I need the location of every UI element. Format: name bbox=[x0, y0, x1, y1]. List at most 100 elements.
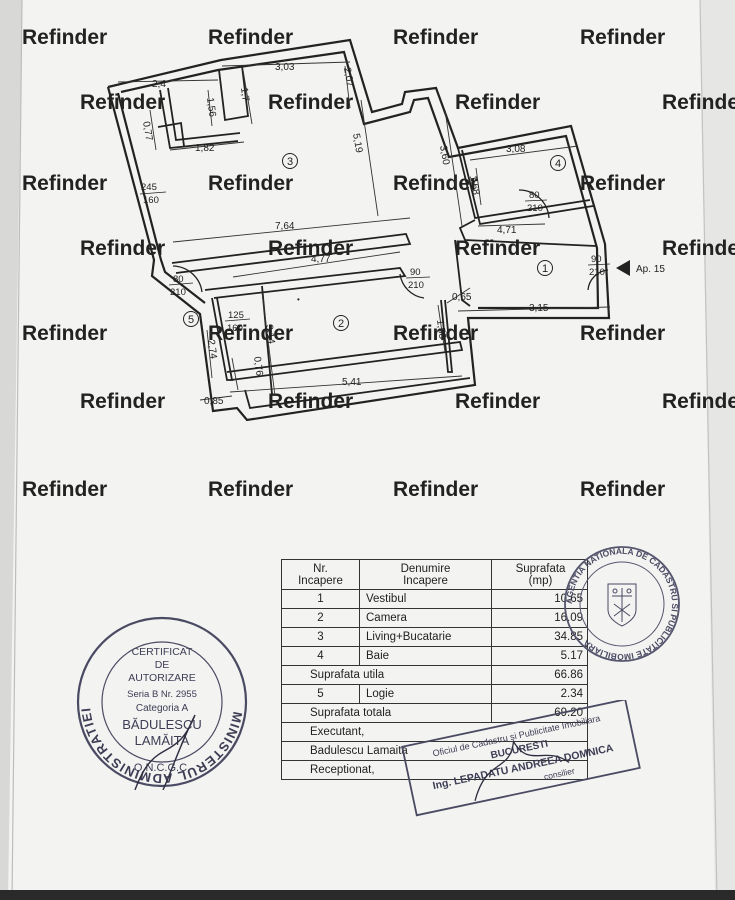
watermark: Refinder bbox=[580, 172, 665, 195]
dimension-labels: 2,4 3,03 1,56 1,7 2,07 0,77 1,82 5,19 3,… bbox=[140, 62, 549, 407]
office-stamp: Oficiul de Cadastru si Publicitate Imobi… bbox=[401, 700, 641, 817]
dimension-label: 1,82 bbox=[195, 143, 215, 154]
dimension-label: 1,68 bbox=[467, 175, 481, 197]
watermark: Refinder bbox=[80, 390, 165, 413]
room-name: Camera bbox=[359, 608, 492, 628]
dimension-label: 3,08 bbox=[506, 144, 526, 155]
dimension-label: 1,56 bbox=[204, 97, 218, 118]
room-markers: 1 2 3 4 5 bbox=[183, 153, 566, 331]
table-row-util: Suprafata utila 66.86 bbox=[281, 665, 588, 685]
apartment-label: Ap. 15 bbox=[636, 264, 665, 275]
room-name: Baie bbox=[359, 646, 492, 666]
stamp-line: Seria B Nr. 2955 bbox=[127, 689, 197, 700]
door-width-label: 90 bbox=[591, 254, 602, 265]
watermark: Refinder bbox=[208, 26, 293, 49]
header-area: Suprafata (mp) bbox=[491, 559, 588, 590]
watermark: Refinder bbox=[580, 322, 665, 345]
watermark: Refinder bbox=[22, 172, 107, 195]
room-name: Vestibul bbox=[359, 589, 492, 609]
room-nr: 2 bbox=[281, 608, 360, 628]
room-nr: 1 bbox=[281, 589, 360, 609]
door-height-label: 210 bbox=[170, 287, 186, 298]
table-row: 4 Baie 5.17 bbox=[281, 646, 588, 666]
watermark: Refinder bbox=[580, 478, 665, 501]
room-nr: 3 bbox=[281, 627, 360, 647]
dimension-label: 0,76 bbox=[251, 356, 265, 377]
stamp-line: Categoria A bbox=[136, 703, 189, 714]
watermark: Refinder bbox=[662, 390, 735, 413]
window-height-label: 160 bbox=[143, 195, 159, 206]
watermark: Refinder bbox=[208, 172, 293, 195]
dimension-label: 1,7 bbox=[238, 87, 251, 103]
stamp-line: DE bbox=[155, 659, 170, 671]
header-nr: Nr. Incapere bbox=[281, 559, 360, 590]
dimension-label: 4,71 bbox=[497, 225, 517, 236]
opening-labels: 245 160 80 210 80 210 90 210 90 210 125 … bbox=[139, 182, 611, 334]
watermark: Refinder bbox=[22, 478, 107, 501]
dimension-label: 3,60 bbox=[437, 145, 451, 167]
room-area: 34.85 bbox=[491, 627, 588, 647]
room-number: 5 bbox=[188, 314, 194, 326]
watermark: Refinder bbox=[268, 91, 353, 114]
dimension-label: 0,77 bbox=[140, 121, 154, 143]
room-name: Living+Bucatarie bbox=[359, 627, 492, 647]
door-height-label: 210 bbox=[408, 280, 424, 291]
watermark: Refinder bbox=[580, 26, 665, 49]
plan-mark: • bbox=[297, 295, 300, 304]
room-number: 1 bbox=[542, 263, 548, 275]
watermark: Refinder bbox=[80, 237, 165, 260]
util-value: 66.86 bbox=[491, 665, 588, 685]
table-row: 2 Camera 16.09 bbox=[281, 608, 588, 628]
header-name: Denumire Incapere bbox=[359, 559, 492, 590]
window-width-label: 245 bbox=[141, 182, 157, 193]
receptionat-label: Receptionat, bbox=[281, 760, 588, 780]
door-width-label: 80 bbox=[529, 190, 540, 201]
room-number: 2 bbox=[338, 318, 344, 330]
door-width-label: 80 bbox=[173, 274, 184, 285]
table-header-row: Nr. Incapere Denumire Incapere Suprafata… bbox=[281, 559, 588, 590]
dimension-lines bbox=[117, 61, 611, 401]
watermark: Refinder bbox=[208, 322, 293, 345]
table-row-receptionat: Receptionat, bbox=[281, 760, 588, 780]
window-height-label: 160 bbox=[227, 323, 243, 334]
window-width-label: 125 bbox=[228, 310, 244, 321]
watermark: Refinder bbox=[455, 390, 540, 413]
signature-stroke bbox=[134, 714, 196, 790]
dimension-label: 2,07 bbox=[341, 67, 355, 89]
dimension-label: 3,14 bbox=[263, 324, 277, 345]
room-area: 10.65 bbox=[491, 589, 588, 609]
watermark: Refinder bbox=[80, 91, 165, 114]
table-row-total: Suprafata totala 69.20 bbox=[281, 703, 588, 723]
dimension-label: 1,58 bbox=[434, 319, 448, 340]
dimension-label: 3,03 bbox=[275, 62, 295, 73]
dimension-label: 2,74 bbox=[205, 339, 219, 360]
stamp-line: AUTORIZARE bbox=[128, 672, 195, 684]
coat-of-arms-icon bbox=[607, 583, 637, 627]
dimension-label: 5,19 bbox=[350, 133, 364, 155]
outer-walls bbox=[106, 38, 611, 422]
watermark: Refinder bbox=[393, 478, 478, 501]
watermark: Refinder bbox=[22, 322, 107, 345]
door-swings bbox=[172, 189, 609, 299]
dimension-label: 2,4 bbox=[152, 79, 166, 90]
area-table: Nr. Incapere Denumire Incapere Suprafata… bbox=[281, 559, 588, 780]
room-nr: 4 bbox=[281, 646, 360, 666]
watermark: Refinder bbox=[662, 237, 735, 260]
entrance-arrow-icon bbox=[616, 260, 630, 276]
total-label: Suprafata totala bbox=[281, 703, 492, 723]
stamp-line: BĂDULESCU bbox=[122, 717, 201, 732]
watermark: Refinder bbox=[393, 322, 478, 345]
inner-walls bbox=[157, 65, 597, 409]
stamp-line: CERTIFICAT bbox=[132, 646, 193, 658]
room-number: 4 bbox=[555, 158, 561, 170]
cadastre-stamp: AGENTIA NATIONALA DE CADASTRU SI PUBLICI… bbox=[564, 546, 680, 662]
watermark: Refinder bbox=[208, 478, 293, 501]
stamp-line: consilier bbox=[543, 766, 576, 782]
util-label: Suprafata utila bbox=[281, 665, 492, 685]
dimension-label: 0,85 bbox=[204, 396, 224, 407]
watermark: Refinder bbox=[455, 91, 540, 114]
dimension-label: 0,65 bbox=[452, 292, 472, 303]
